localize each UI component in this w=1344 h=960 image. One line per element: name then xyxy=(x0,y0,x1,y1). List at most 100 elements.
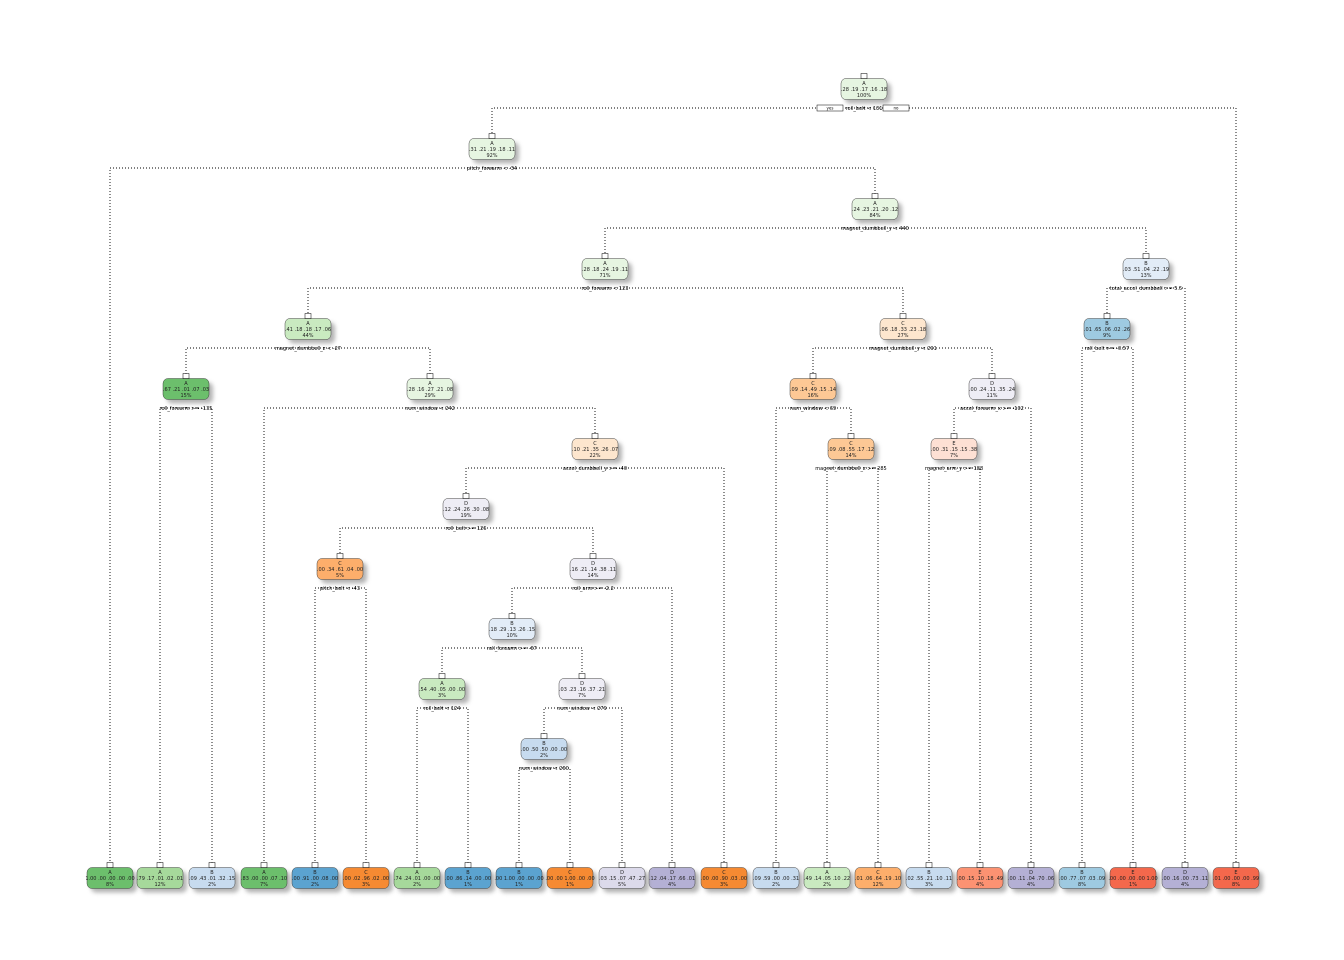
edge-41-no xyxy=(430,407,596,434)
node-class-probs: .00 .31 .15 .15 .38 xyxy=(931,447,977,453)
node-number-tab xyxy=(950,433,958,439)
tree-node-167[interactable]: C.00 .00 .90 .03 .003% xyxy=(700,862,751,893)
node-split-rule: roll_belt >= -0.57 xyxy=(1085,346,1129,352)
node-class-probs: .09 .14 .49 .15 .14 xyxy=(790,387,836,393)
edge-333-yes xyxy=(511,587,593,614)
edge-332-yes xyxy=(314,587,340,863)
node-percent: 4% xyxy=(976,882,984,888)
tree-node-21[interactable]: C.06 .18 .33 .23 .1827%magnet_dumbbell_y… xyxy=(869,313,937,353)
tree-node-4[interactable]: A1.00 .00 .00 .00 .008% xyxy=(85,862,137,893)
tree-node-172[interactable]: B.02 .55 .21 .10 .113% xyxy=(905,862,956,893)
tree-node-11[interactable]: B.03 .51 .04 .22 .1913%total_accel_dumbb… xyxy=(1110,253,1182,293)
tree-node-2666[interactable]: B.00 .50 .50 .00 .002%num_window < 260 xyxy=(519,733,571,773)
node-class-probs: .54 .40 .05 .00 .00 xyxy=(419,687,465,693)
tree-node-332[interactable]: C.00 .34 .61 .04 .005%pitch_belt < -43 xyxy=(316,553,367,593)
node-percent: 3% xyxy=(720,882,728,888)
node-percent: 12% xyxy=(872,882,883,888)
node-percent: 8% xyxy=(1232,882,1240,888)
node-class-probs: .00 .02 .96 .02 .00 xyxy=(343,876,389,882)
tree-node-1332[interactable]: A.54 .40 .05 .00 .003%roll_belt < 124 xyxy=(418,673,469,713)
tree-node-44[interactable]: B.00 .77 .07 .03 .098% xyxy=(1058,862,1109,893)
node-class-label: C xyxy=(849,441,853,447)
tree-node-5333[interactable]: C.00 .00 1.00 .00 .001% xyxy=(545,862,597,893)
edge-21-no xyxy=(903,347,993,374)
tree-node-45[interactable]: E.00 .00 .00 .00 1.001% xyxy=(1108,862,1160,893)
tree-node-86[interactable]: E.00 .31 .15 .15 .387%magnet_arm_y >= 18… xyxy=(925,433,983,473)
node-split-rule: magnet_dumbbell_y < 291 xyxy=(869,346,937,352)
node-percent: 7% xyxy=(260,882,268,888)
tree-node-23[interactable]: D.00 .16 .00 .73 .114% xyxy=(1161,862,1212,893)
node-class-label: C xyxy=(593,441,597,447)
tree-node-5[interactable]: A.24 .23 .21 .20 .1284%magnet_dumbbell_y… xyxy=(841,193,909,233)
tree-node-83[interactable]: C.10 .21 .35 .26 .0722%accel_dumbbell_y … xyxy=(563,433,627,473)
tree-node-170[interactable]: A.49 .14 .05 .10 .222% xyxy=(803,862,854,893)
tree-node-81[interactable]: B.09 .43 .01 .32 .152% xyxy=(188,862,239,893)
tree-node-84[interactable]: B.09 .59 .00 .00 .312% xyxy=(752,862,803,893)
node-number-tab xyxy=(156,862,164,868)
node-class-probs: .03 .23 .16 .37 .21 xyxy=(559,687,605,693)
node-percent: 2% xyxy=(540,753,548,759)
node-class-probs: .00 .15 .10 .18 .49 xyxy=(957,876,1003,882)
node-percent: 2% xyxy=(772,882,780,888)
node-class-probs: .02 .55 .21 .10 .11 xyxy=(906,876,952,882)
node-percent: 29% xyxy=(424,393,435,399)
edge-41-yes xyxy=(263,407,430,863)
node-number-tab xyxy=(260,862,268,868)
tree-node-5332[interactable]: B.00 1.00 .00 .00 .001% xyxy=(494,862,546,893)
node-percent: 11% xyxy=(986,393,997,399)
node-number-tab xyxy=(988,373,996,379)
node-class-probs: .12 .24 .26 .30 .08 xyxy=(443,507,489,513)
node-percent: 14% xyxy=(587,573,598,579)
edge-11-yes xyxy=(1106,287,1146,314)
tree-node-173[interactable]: E.00 .15 .10 .18 .494% xyxy=(956,862,1007,893)
node-percent: 2% xyxy=(208,882,216,888)
node-class-probs: .83 .00 .00 .07 .10 xyxy=(241,876,287,882)
tree-node-2664[interactable]: A.74 .24 .01 .00 .002% xyxy=(393,862,444,893)
node-split-rule: magnet_dumbbell_z < -27 xyxy=(275,346,341,352)
node-number-tab xyxy=(668,862,676,868)
tree-node-22[interactable]: B.01 .65 .06 .02 .269%roll_belt >= -0.57 xyxy=(1083,313,1134,353)
edge-5-yes xyxy=(604,227,875,254)
node-split-rule: magnet_arm_y >= 188 xyxy=(925,466,983,472)
tree-node-87[interactable]: D.00 .11 .04 .70 .064% xyxy=(1007,862,1058,893)
node-percent: 15% xyxy=(180,393,191,399)
tree-node-3[interactable]: E.01 .00 .00 .00 .998% xyxy=(1212,862,1263,893)
node-percent: 44% xyxy=(302,333,313,339)
tree-node-665[interactable]: C.00 .02 .96 .02 .003% xyxy=(342,862,393,893)
tree-node-85[interactable]: C.09 .08 .55 .17 .1214%magnet_dumbbell_z… xyxy=(815,433,887,473)
node-class-label: C xyxy=(338,561,342,567)
tree-node-20[interactable]: A.41 .18 .18 .17 .0644%magnet_dumbbell_z… xyxy=(275,313,341,353)
edge-42-no xyxy=(813,407,852,434)
tree-node-2667[interactable]: D.03 .15 .07 .47 .275% xyxy=(598,862,649,893)
tree-node-1333[interactable]: D.03 .23 .16 .37 .217%num_window < 279 xyxy=(557,673,609,713)
edge-332-no xyxy=(340,587,367,863)
node-class-label: D xyxy=(670,870,674,876)
node-class-probs: .79 .17 .01 .02 .01 xyxy=(137,876,183,882)
edge-5-no xyxy=(875,227,1147,254)
node-class-label: D xyxy=(620,870,624,876)
node-class-probs: .00 .16 .00 .73 .11 xyxy=(1162,876,1208,882)
node-class-probs: .03 .51 .04 .22 .19 xyxy=(1123,267,1169,273)
edge-10-yes xyxy=(307,287,605,314)
tree-node-2665[interactable]: B.00 .86 .14 .00 .001% xyxy=(444,862,495,893)
tree-node-667[interactable]: D.12 .04 .17 .66 .014% xyxy=(648,862,699,893)
tree-node-664[interactable]: B.00 .91 .00 .08 .002% xyxy=(291,862,342,893)
tree-node-82[interactable]: A.83 .00 .00 .07 .107% xyxy=(240,862,291,893)
node-percent: 4% xyxy=(668,882,676,888)
edge-11-no xyxy=(1146,287,1186,863)
node-class-probs: .00 .77 .07 .03 .09 xyxy=(1059,876,1105,882)
node-number-tab xyxy=(925,862,933,868)
node-class-probs: 1.00 .00 .00 .00 .00 xyxy=(85,876,134,882)
